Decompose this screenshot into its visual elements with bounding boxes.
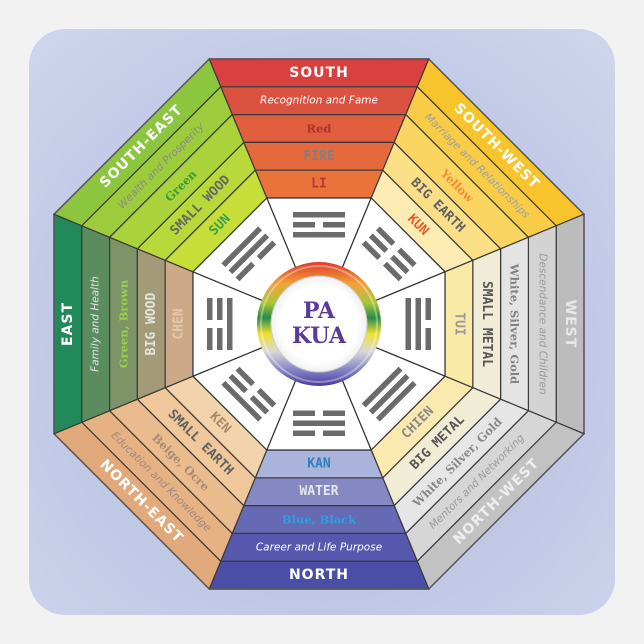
trigram-yang-line [361, 366, 403, 408]
south-west-outer-edge [428, 58, 585, 215]
ring-highlight [260, 265, 378, 383]
trigram-yin-line-left [293, 222, 315, 228]
north-west-outer-edge [428, 433, 585, 590]
north-east-outer-edge [53, 433, 210, 590]
trigram-yin-line-left [207, 328, 213, 350]
sector-east: EAST Family and Health Green, Brown BIG WOO… [53, 213, 194, 435]
south-element-label: FIRE [303, 149, 334, 164]
trigram-yin-line-left [323, 410, 345, 416]
trigram-west [317, 270, 446, 378]
trigram-yang-line [415, 298, 421, 350]
north-element-label: WATER [299, 484, 338, 499]
trigram-yin-line-right [256, 240, 277, 261]
south-east-outer-edge [53, 58, 210, 215]
trigram-yin-line-right [235, 366, 256, 387]
sector-north: NORTH Career and Life Purpose Blue, Black W… [208, 449, 430, 590]
west-element-label: SMALL METAL [479, 281, 494, 367]
west-color-label: White, Silver, Gold [508, 263, 522, 384]
trigram-yin-line-right [382, 261, 403, 282]
trigram-yin-line-left [368, 233, 389, 253]
north-color-label: Blue, Black [282, 513, 357, 527]
south-meaning-label: Recognition and Fame [260, 95, 378, 107]
south-color-label: Red [307, 122, 332, 136]
trigram-yang-line [375, 380, 417, 422]
trigram-yang-line [293, 212, 345, 218]
trigram-yin-line-right [397, 247, 417, 268]
trigram-yang-line [221, 380, 263, 422]
trigram-yang-line [228, 233, 270, 275]
trigram-yin-line-right [323, 222, 345, 228]
trigram-yin-line-left [249, 395, 270, 415]
trigram-yin-line-left [375, 226, 396, 246]
trigram-yin-line-left [235, 261, 256, 282]
trigram-yin-line-left [323, 430, 345, 436]
trigram-yin-line-right [217, 298, 223, 320]
trigram-yin-line-right [390, 254, 410, 275]
center-emblem: PA KUA [257, 262, 381, 386]
north-direction-label: NORTH [289, 567, 349, 583]
center-title-line1: PA [303, 298, 336, 324]
center-title-line2: KUA [292, 323, 347, 349]
trigram-yin-line-right [207, 298, 213, 320]
east-color-label: Green, Brown [117, 279, 131, 368]
trigram-yin-line-left [425, 298, 431, 320]
trigram-yang-line [405, 298, 411, 350]
trigram-yang-line [293, 420, 345, 426]
center-disc [270, 275, 368, 373]
trigram-east [192, 270, 321, 378]
north-meaning-label: Career and Life Purpose [256, 541, 382, 553]
trigram-yin-line-left [256, 387, 277, 408]
trigram-yin-line-right [293, 430, 315, 436]
trigram-yang-line [368, 373, 410, 415]
west-direction-label: WEST [562, 300, 578, 349]
east-trigram-name-label: CHEN [172, 308, 187, 339]
trigram-yin-line-right [228, 373, 248, 394]
east-meaning-label: Family and Health [90, 276, 102, 372]
trigram-yang-line [293, 232, 345, 238]
north-trigram-name-label: KAN [307, 456, 331, 471]
sector-west: WEST Descendance and Children White, Silve… [444, 213, 585, 435]
east-element-label: BIG WOOD [144, 293, 159, 356]
west-trigram-name-label: TUI [451, 312, 466, 335]
trigram-yin-line-right [293, 410, 315, 416]
trigram-yin-line-left [361, 240, 382, 261]
south-trigram-name-label: LI [311, 177, 327, 192]
west-meaning-label: Descendance and Children [536, 253, 548, 394]
trigram-yin-line-left [217, 328, 223, 350]
trigram-yang-line [221, 226, 263, 268]
trigram-yang-line [227, 298, 233, 350]
south-direction-label: SOUTH [289, 65, 349, 81]
trigram-yin-line-right [425, 328, 431, 350]
east-direction-label: EAST [60, 302, 76, 346]
